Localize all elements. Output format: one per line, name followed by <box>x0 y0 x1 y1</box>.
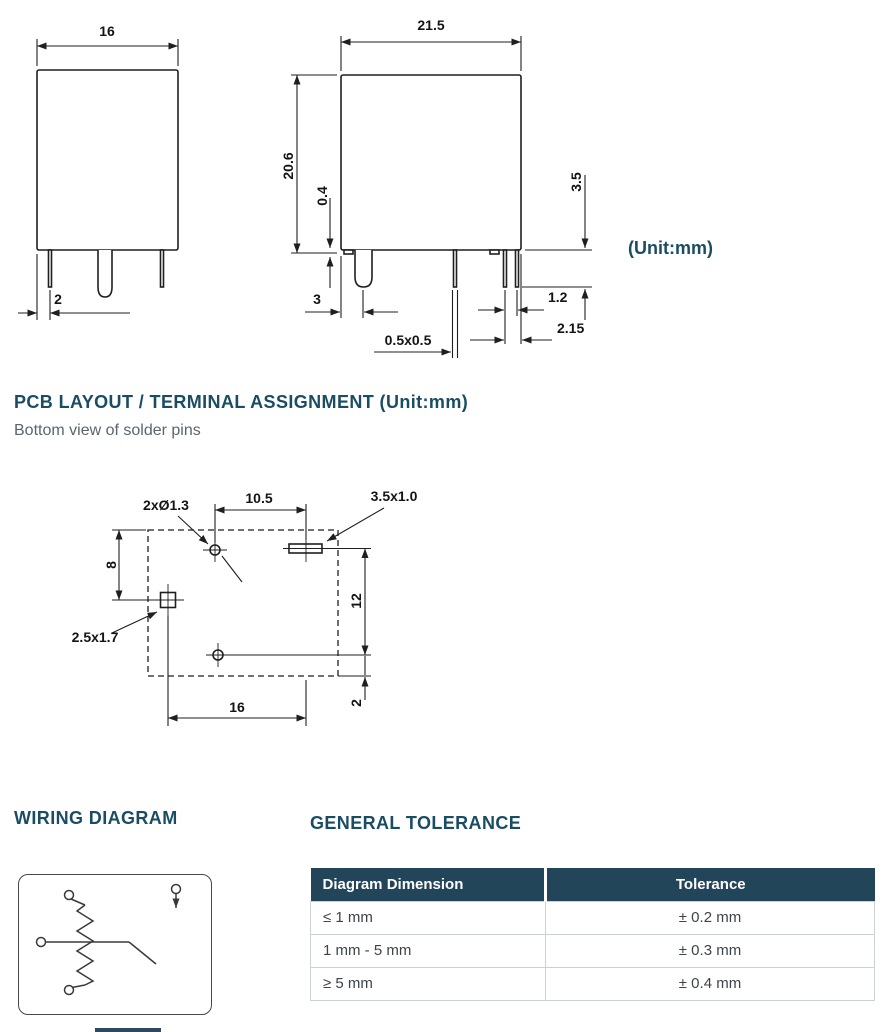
dimension-cell: 1 mm - 5 mm <box>310 933 546 968</box>
pcb-slot <box>283 536 328 562</box>
column-header-tolerance: Tolerance <box>545 868 875 901</box>
dim-pcb-pad: 2.5x1.7 <box>72 629 119 645</box>
common-terminal <box>35 936 47 948</box>
outline-drawing: 16 2 21.5 20.6 <box>18 17 713 358</box>
coil-terminal-bottom <box>63 984 75 996</box>
tolerance-row-2: 1 mm - 5 mm ± 0.3 mm <box>310 933 875 968</box>
contact-terminal <box>170 883 182 895</box>
wiring-schematic <box>35 883 182 996</box>
dim-front-pin-offset: 2 <box>54 291 62 307</box>
tolerance-row-3: ≥ 5 mm ± 0.4 mm <box>310 966 875 1001</box>
dim-pcb-holes: 2xØ1.3 <box>143 497 189 513</box>
front-pin-center <box>97 250 113 298</box>
wiring-diagram-box <box>18 874 212 1015</box>
pcb-hole-bottom <box>206 643 230 667</box>
dim-pcb-slot: 3.5x1.0 <box>371 488 418 504</box>
dim-pcb-bottom-width: 16 <box>229 699 245 715</box>
coil-terminal-top <box>63 889 75 901</box>
front-pin-left <box>47 249 53 288</box>
dim-side-pin-section: 0.5x0.5 <box>385 332 432 348</box>
tolerance-heading: GENERAL TOLERANCE <box>310 813 522 833</box>
page-bottom-cutoff <box>95 1028 161 1032</box>
side-pin-right-1 <box>502 249 508 288</box>
tolerance-header-row: Diagram Dimension Tolerance <box>310 868 875 901</box>
dim-front-width: 16 <box>99 23 115 39</box>
relay-body-front <box>36 69 179 251</box>
side-pin-mid <box>452 249 458 288</box>
dim-side-pin-length: 3.5 <box>568 172 584 192</box>
column-header-dimension: Diagram Dimension <box>310 868 547 901</box>
pcb-outline <box>147 529 339 677</box>
dim-pcb-right-height: 12 <box>348 593 364 609</box>
tolerance-cell: ± 0.2 mm <box>545 900 875 935</box>
pcb-subheading: Bottom view of solder pins <box>14 422 201 439</box>
tolerance-cell: ± 0.3 mm <box>545 933 875 968</box>
tolerance-cell: ± 0.4 mm <box>545 966 875 1001</box>
coil-symbol <box>75 904 95 986</box>
wiring-heading: WIRING DIAGRAM <box>14 808 178 828</box>
side-pin-right-2 <box>514 249 520 288</box>
pcb-section-header: PCB LAYOUT / TERMINAL ASSIGNMENT (Unit:m… <box>14 392 468 440</box>
front-pin-right <box>159 249 165 288</box>
side-pin-coil <box>354 250 373 288</box>
dim-side-height: 20.6 <box>280 152 296 179</box>
dim-pcb-left-height: 8 <box>103 561 119 569</box>
switch-blade <box>128 941 157 965</box>
dim-pcb-bottom-offset: 2 <box>348 699 364 707</box>
dim-side-width: 21.5 <box>417 17 444 33</box>
standoff-foot-left <box>343 249 354 255</box>
dimension-cell: ≥ 5 mm <box>310 966 546 1001</box>
dim-side-pin-offset: 3 <box>313 291 321 307</box>
dimension-cell: ≤ 1 mm <box>310 900 546 935</box>
standoff-foot-right <box>489 249 500 255</box>
front-view: 16 2 <box>18 23 179 320</box>
dim-side-standoff: 0.4 <box>314 186 330 206</box>
dim-pcb-top-pitch: 10.5 <box>245 490 272 506</box>
dim-side-pin-pitch: 1.2 <box>548 289 568 305</box>
unit-note: (Unit:mm) <box>628 238 713 258</box>
side-view: 21.5 20.6 0.4 3.5 <box>280 17 592 358</box>
dim-side-pin-edge: 2.15 <box>557 320 584 336</box>
relay-body-side <box>340 74 522 251</box>
tolerance-row-1: ≤ 1 mm ± 0.2 mm <box>310 900 875 935</box>
pcb-layout-drawing: 2xØ1.3 10.5 3.5x1.0 2.5x1.7 8 <box>72 488 418 726</box>
tolerance-table: Diagram Dimension Tolerance ≤ 1 mm ± 0.2… <box>310 868 875 1001</box>
pcb-heading: PCB LAYOUT / TERMINAL ASSIGNMENT (Unit:m… <box>14 392 469 412</box>
